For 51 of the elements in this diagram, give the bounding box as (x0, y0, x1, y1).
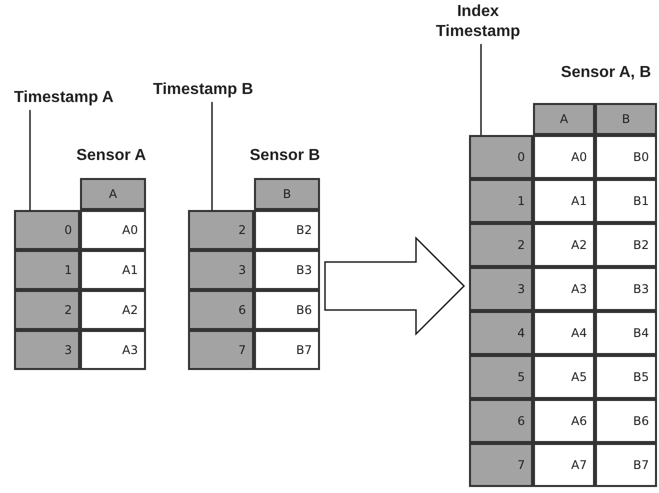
table-cell: 5 (469, 355, 533, 399)
column-header: A (533, 103, 595, 135)
table-cell: 1 (469, 179, 533, 223)
table-cell: 3 (469, 267, 533, 311)
table-cell: A0 (80, 210, 146, 250)
block-arrow (324, 236, 466, 336)
table-cell: B1 (595, 179, 657, 223)
table-cell: 6 (188, 290, 254, 330)
index-column (14, 210, 80, 370)
table-cell: A1 (533, 179, 595, 223)
index-column (469, 135, 533, 487)
table-cell: B7 (595, 443, 657, 487)
table-cell: B4 (595, 311, 657, 355)
table-cell: B2 (254, 210, 320, 250)
table-cell: A3 (80, 330, 146, 370)
table-cell: A7 (533, 443, 595, 487)
table-cell: B5 (595, 355, 657, 399)
table-cell: 6 (469, 399, 533, 443)
column-label: Timestamp B (153, 80, 263, 100)
table-cell: 2 (14, 290, 80, 330)
column-label: Index Timestamp (428, 2, 528, 42)
table-cell: 2 (469, 223, 533, 267)
table-cell: 3 (188, 250, 254, 290)
table-cell: B0 (595, 135, 657, 179)
table-cell: B2 (595, 223, 657, 267)
table-cell: B6 (254, 290, 320, 330)
table-cell: A2 (533, 223, 595, 267)
table-cell: A5 (533, 355, 595, 399)
table-cell: A4 (533, 311, 595, 355)
index-column (188, 210, 254, 370)
table-heading: Sensor A, B (560, 63, 651, 83)
table-cell: A2 (80, 290, 146, 330)
leader-line (211, 102, 213, 210)
table-cell: A1 (80, 250, 146, 290)
column-header: A (80, 178, 146, 210)
table-cell: B6 (595, 399, 657, 443)
column-header: B (595, 103, 657, 135)
column-label: Timestamp A (14, 88, 124, 108)
table-cell: B3 (595, 267, 657, 311)
table-cell: B7 (254, 330, 320, 370)
leader-line (29, 110, 31, 210)
table-heading: Sensor B (250, 146, 320, 166)
table-cell: A6 (533, 399, 595, 443)
table-cell: 1 (14, 250, 80, 290)
leader-line (480, 44, 482, 135)
table-cell: 4 (469, 311, 533, 355)
table-cell: A0 (533, 135, 595, 179)
table-cell: B3 (254, 250, 320, 290)
table-cell: A3 (533, 267, 595, 311)
table-heading: Sensor A (76, 146, 146, 166)
column-header: B (254, 178, 320, 210)
